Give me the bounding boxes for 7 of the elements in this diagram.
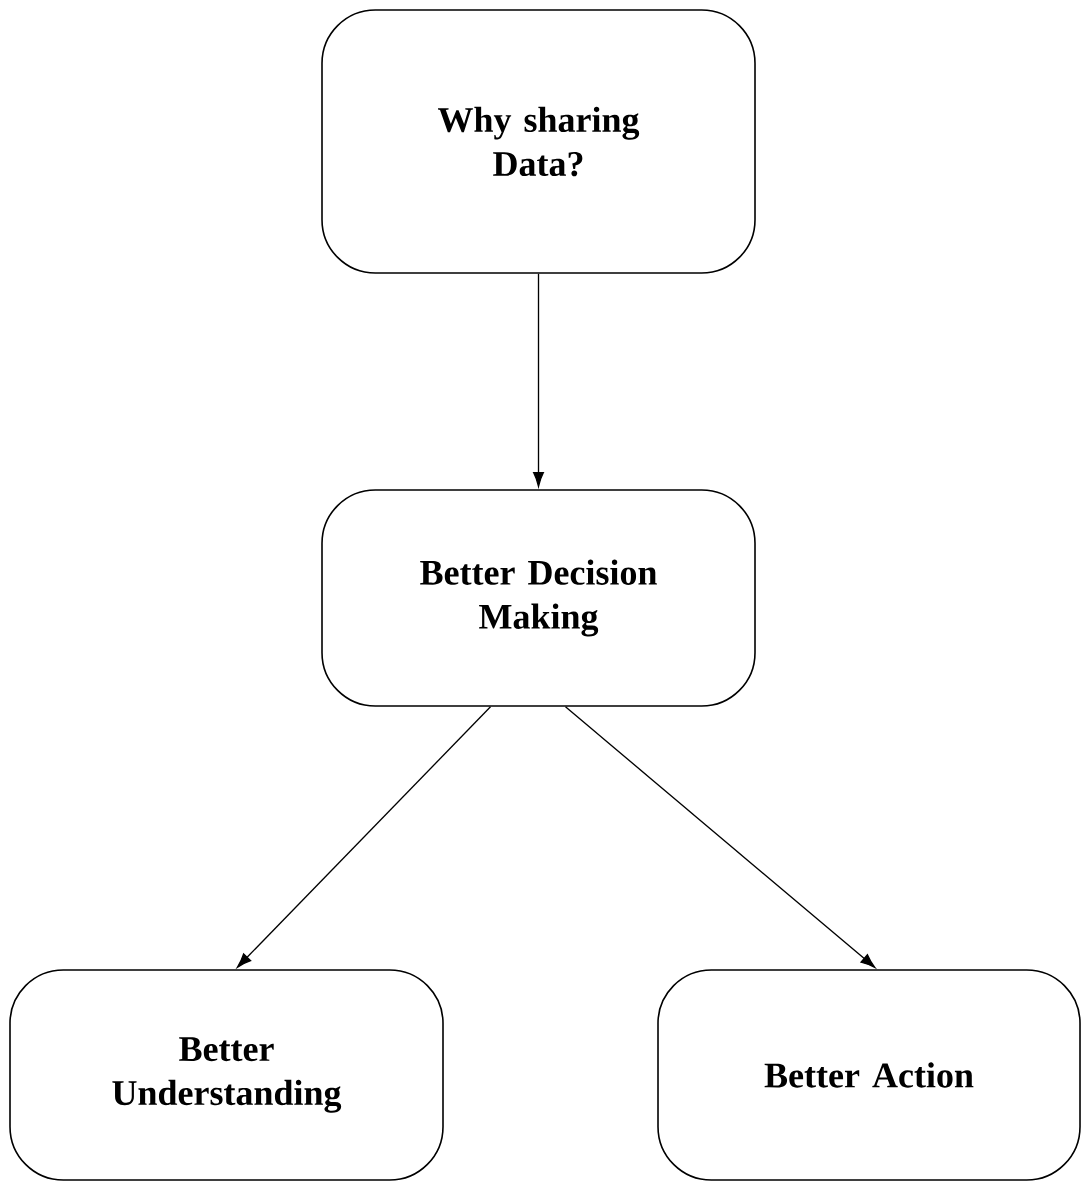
arrow — [532, 273, 545, 487]
arrow — [564, 706, 876, 968]
process-box: Better Action — [657, 969, 1081, 1181]
arrow — [236, 706, 492, 968]
process-box: Why sharing Data? — [321, 9, 756, 274]
process-box: Better Decision Making — [321, 489, 756, 707]
process-box: Better Understanding — [9, 969, 444, 1181]
